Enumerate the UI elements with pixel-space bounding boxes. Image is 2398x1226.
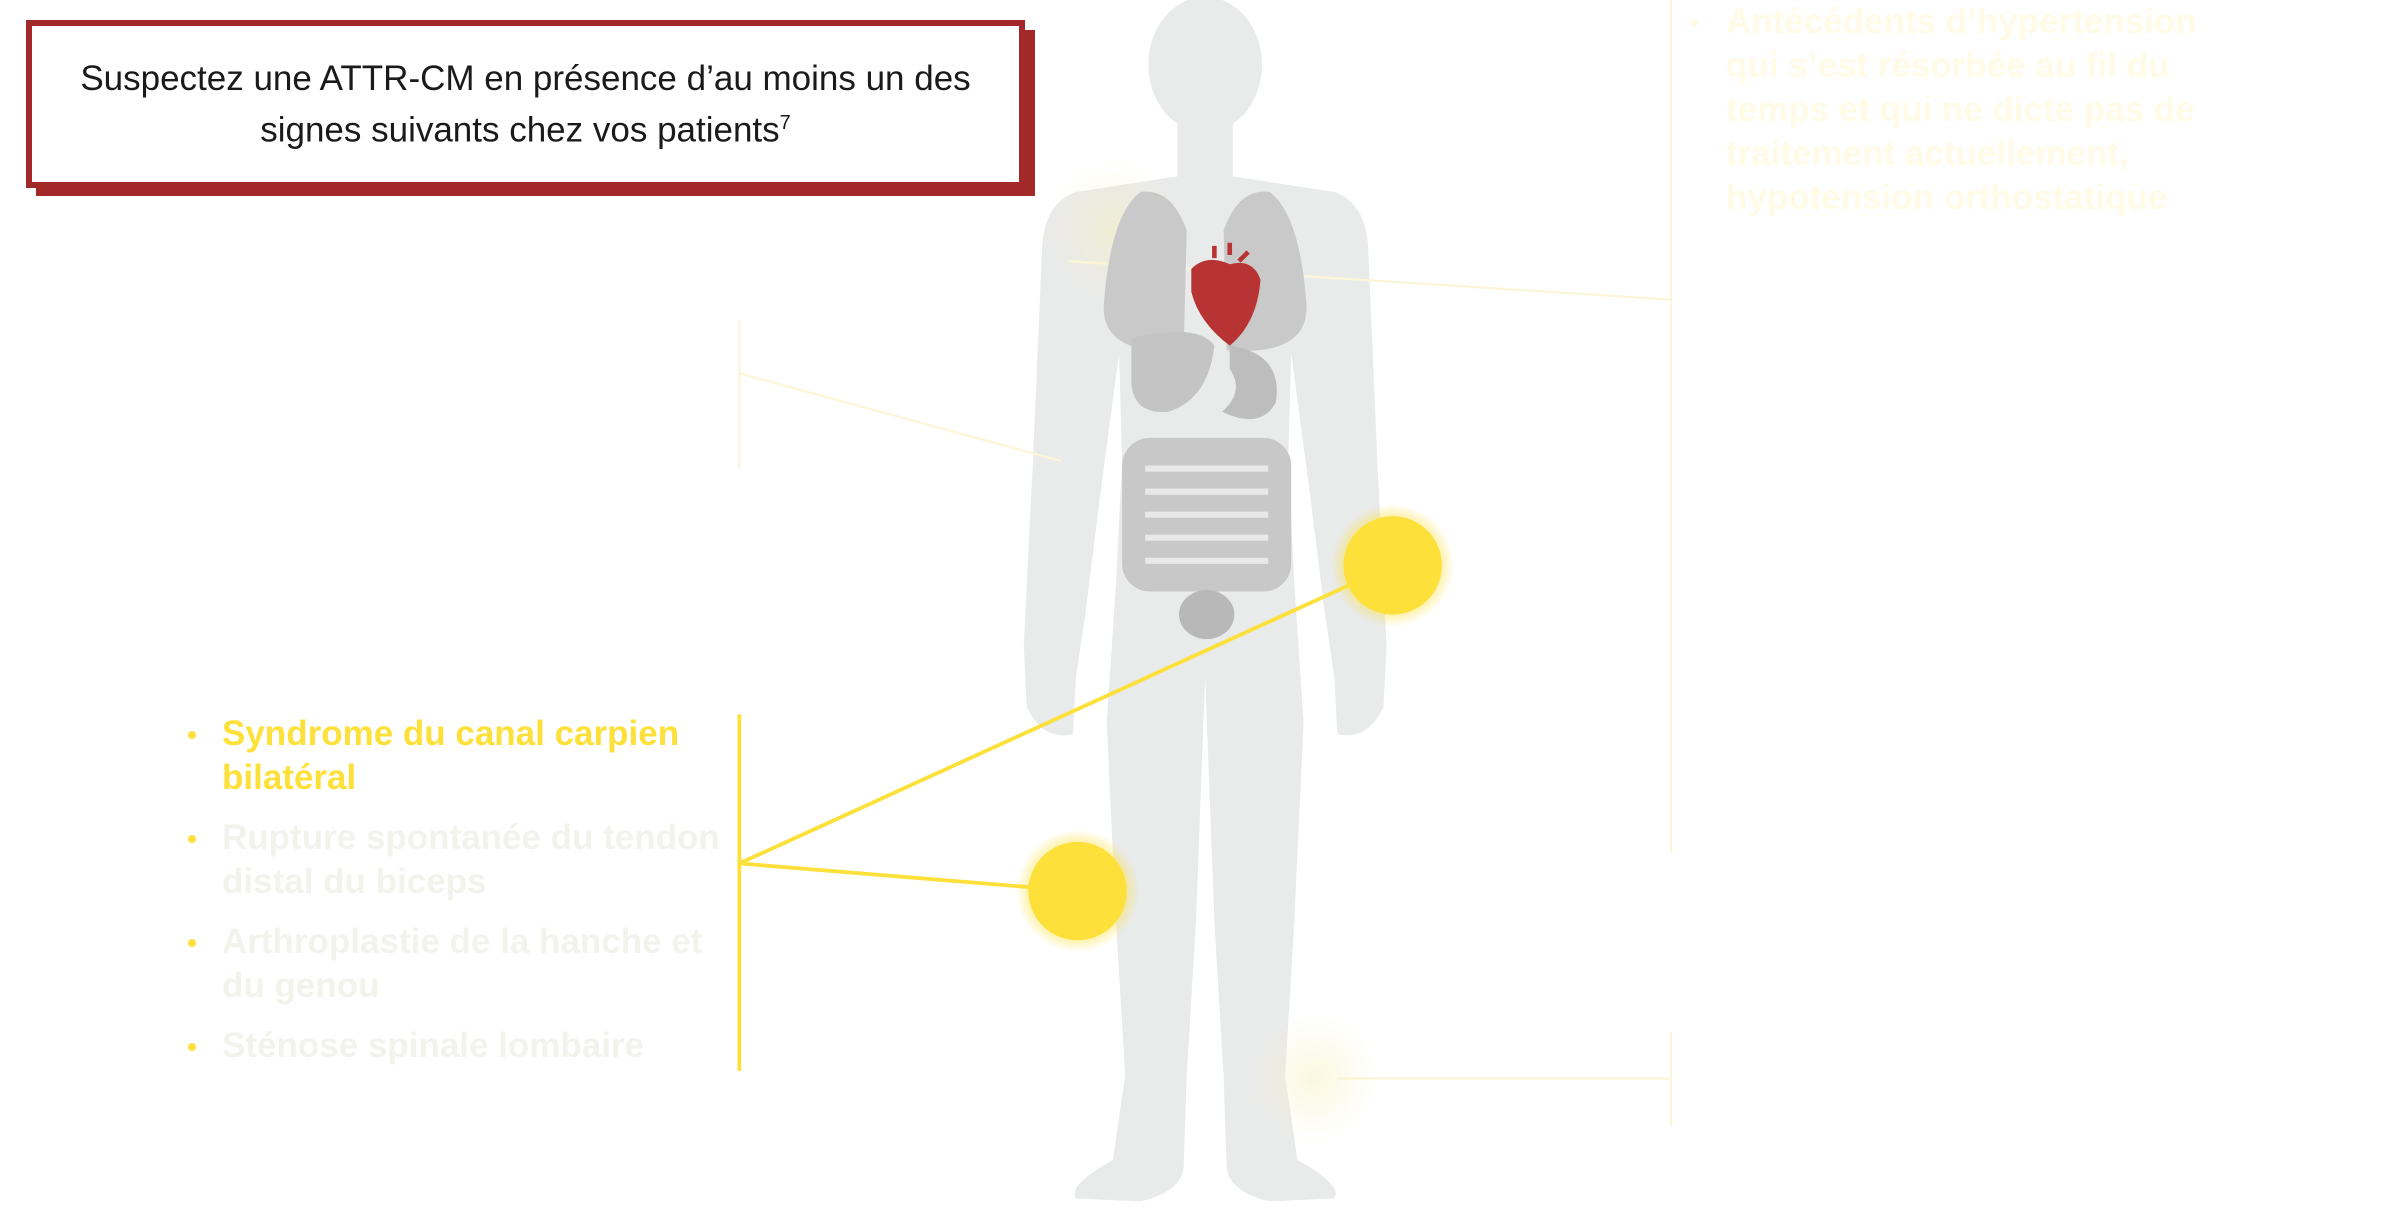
- list-item-label: Rupture spontanée du tendon distal du bi…: [222, 818, 720, 901]
- list-item-label: Syndrome du canal carpien bilatéral: [222, 714, 680, 797]
- list-item-label: Sténose spinale lombaire: [222, 1026, 645, 1065]
- list-item-biceps-rupture[interactable]: Rupture spontanée du tendon distal du bi…: [188, 816, 728, 904]
- bladder: [1179, 589, 1235, 640]
- list-item-label: Arthroplastie de la hanche et du genou: [222, 922, 703, 1005]
- callout-text-body: Suspectez une ATTR-CM en présence d’au m…: [80, 58, 971, 150]
- bullet-icon: [1690, 19, 1698, 27]
- stomach: [1222, 345, 1277, 420]
- heart-icon: [1191, 259, 1261, 346]
- left-symptom-list: Syndrome du canal carpien bilatéral Rupt…: [188, 712, 728, 1084]
- bullet-icon: [188, 1043, 196, 1051]
- faint-glow-ankle: [1249, 1013, 1379, 1144]
- callout-text: Suspectez une ATTR-CM en présence d’au m…: [32, 56, 1019, 153]
- callout-box: Suspectez une ATTR-CM en présence d’au m…: [26, 20, 1025, 188]
- list-item-arthroplasty[interactable]: Arthroplastie de la hanche et du genou: [188, 920, 728, 1008]
- liver: [1131, 331, 1215, 413]
- list-item-label: Antécédents d’hypertension qui s’est rés…: [1726, 2, 2197, 217]
- organs: [1103, 191, 1307, 640]
- bullet-icon: [188, 731, 196, 739]
- bullet-icon: [188, 835, 196, 843]
- list-item-hypertension-history[interactable]: Antécédents d’hypertension qui s’est rés…: [1690, 0, 2250, 220]
- left-lung: [1103, 191, 1187, 351]
- list-item-carpal-tunnel[interactable]: Syndrome du canal carpien bilatéral: [188, 712, 728, 800]
- list-item-spinal-stenosis[interactable]: Sténose spinale lombaire: [188, 1024, 728, 1068]
- right-symptom-list: Antécédents d’hypertension qui s’est rés…: [1690, 0, 2250, 236]
- footnote-ref: 7: [779, 111, 791, 134]
- bullet-icon: [188, 939, 196, 947]
